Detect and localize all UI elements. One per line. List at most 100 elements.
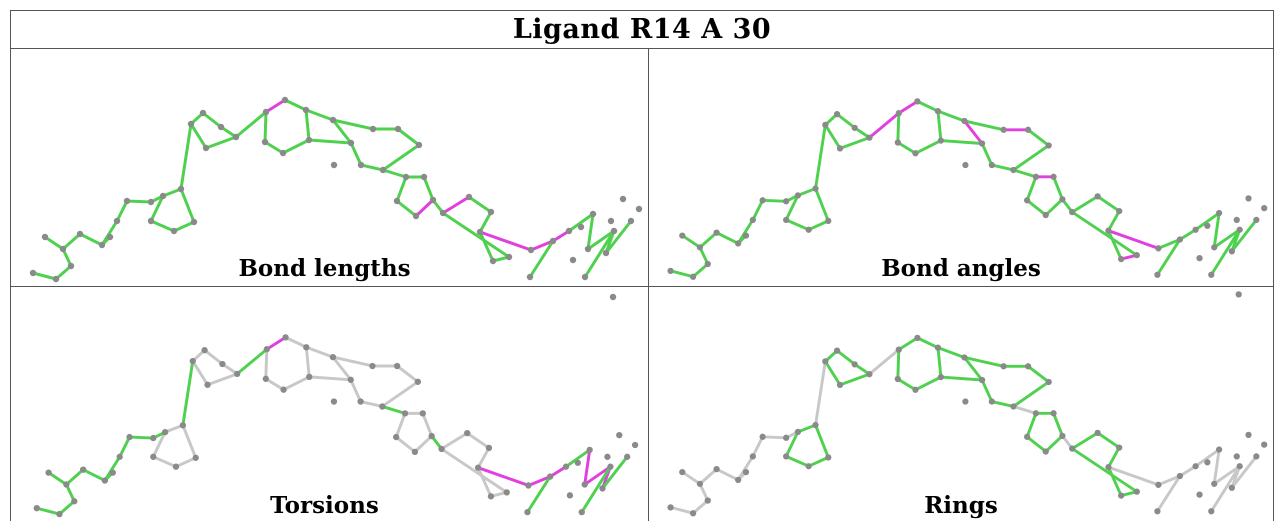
atom-42 <box>569 256 577 264</box>
atom-12 <box>347 376 354 383</box>
bond-3 <box>838 372 871 387</box>
bond-18 <box>349 378 363 404</box>
bond-13 <box>962 119 1006 132</box>
atom-3 <box>202 144 210 152</box>
atom-54 <box>735 240 742 247</box>
bond-1 <box>201 111 223 129</box>
bond-28 <box>1070 431 1100 451</box>
bond-45 <box>163 423 185 434</box>
atom-1 <box>833 347 841 354</box>
atom-20 <box>1032 410 1040 417</box>
atom-41 <box>627 217 635 225</box>
bond-30 <box>478 210 493 234</box>
atom-48 <box>783 453 790 460</box>
atom-9 <box>279 149 287 157</box>
atom-24 <box>439 209 447 217</box>
bond-38 <box>567 212 595 233</box>
atom-45 <box>635 205 643 213</box>
atom-14 <box>988 161 995 169</box>
bond-5 <box>235 347 269 376</box>
atom-26 <box>485 444 493 452</box>
bond-47 <box>149 219 176 233</box>
frame-right <box>1273 10 1274 521</box>
atom-29 <box>1133 488 1140 495</box>
atom-20 <box>1032 173 1040 180</box>
bond-8 <box>304 345 311 379</box>
atom-19 <box>392 433 400 441</box>
bond-31 <box>476 466 493 498</box>
bond-43 <box>583 229 616 279</box>
atom-8 <box>305 136 313 144</box>
atom-33 <box>1215 446 1223 453</box>
bond-24 <box>1044 197 1064 217</box>
atom-60 <box>33 505 40 512</box>
bond-46 <box>151 430 167 459</box>
bond-59 <box>35 506 61 516</box>
bond-7 <box>283 98 308 112</box>
atom-47 <box>794 192 802 199</box>
atom-54 <box>98 241 106 249</box>
bond-58 <box>691 499 710 515</box>
frame-left <box>10 10 11 521</box>
atom-31 <box>549 237 557 245</box>
bond-34 <box>1106 465 1160 487</box>
bond-24 <box>1044 434 1064 453</box>
bond-45 <box>796 187 817 197</box>
bond-47 <box>784 454 811 468</box>
bond-35 <box>1156 474 1182 487</box>
bond-11 <box>896 348 901 381</box>
atom-52 <box>759 433 766 440</box>
atom-38 <box>524 508 531 516</box>
atom-59 <box>689 273 697 280</box>
bond-40 <box>1212 228 1242 249</box>
bond-5 <box>867 111 901 140</box>
atom-56 <box>696 244 704 251</box>
atom-59 <box>52 275 60 283</box>
atom-13 <box>962 398 969 405</box>
bond-20 <box>331 118 353 145</box>
atom-61 <box>742 468 750 476</box>
bond-26 <box>394 411 407 439</box>
atom-30 <box>527 246 535 254</box>
atom-23 <box>412 212 420 220</box>
atom-28 <box>489 257 497 265</box>
atom-10 <box>894 139 901 146</box>
bond-43 <box>1209 464 1242 513</box>
atom-24 <box>1069 208 1076 216</box>
atom-50 <box>825 217 832 225</box>
atom-44 <box>616 431 623 439</box>
bond-52 <box>751 198 765 222</box>
atom-42 <box>1196 491 1203 498</box>
atom-15 <box>369 362 376 370</box>
caption-bond-lengths: Bond lengths <box>238 255 411 282</box>
bond-9 <box>913 139 943 155</box>
atom-49 <box>170 227 178 235</box>
bond-44 <box>181 359 195 427</box>
bond-25 <box>1025 435 1048 453</box>
bond-10 <box>263 140 285 155</box>
atom-60 <box>667 504 674 511</box>
bond-25 <box>394 435 417 454</box>
bond-40 <box>1212 464 1242 486</box>
atom-58 <box>67 262 75 270</box>
atom-43 <box>604 453 611 460</box>
bond-38 <box>1194 211 1221 232</box>
atom-36 <box>599 485 606 492</box>
atom-27 <box>476 228 484 236</box>
atom-38 <box>1154 271 1161 278</box>
atom-9 <box>912 150 919 157</box>
bond-46 <box>784 193 800 222</box>
bond-34 <box>478 230 533 252</box>
bond-56 <box>47 471 68 486</box>
atom-22 <box>429 196 437 204</box>
atom-22 <box>1059 196 1066 203</box>
atom-56 <box>59 245 67 253</box>
bond-21 <box>1011 404 1038 415</box>
atom-49 <box>805 463 812 470</box>
atom-19 <box>393 197 401 205</box>
atom-7 <box>303 344 310 351</box>
bond-7 <box>284 335 308 349</box>
bond-6 <box>265 335 288 351</box>
atom-22 <box>1059 432 1066 439</box>
atom-11 <box>329 116 337 124</box>
